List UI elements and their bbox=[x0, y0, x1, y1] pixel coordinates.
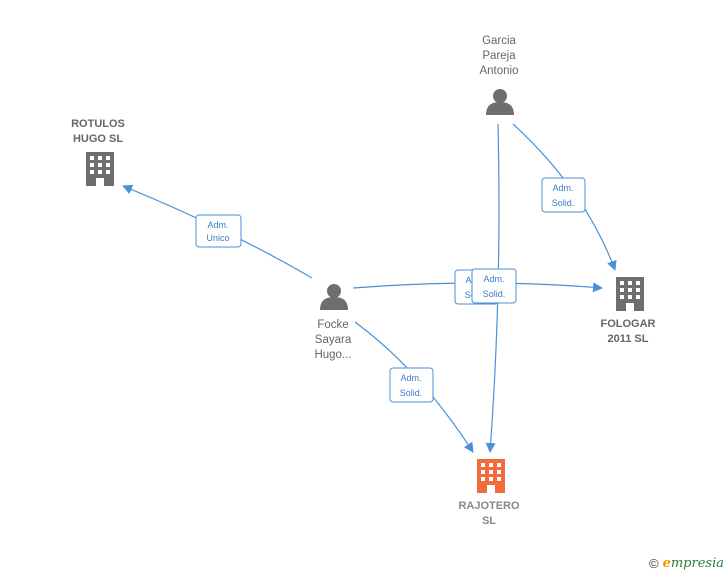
node-label-line: Focke bbox=[317, 319, 348, 331]
relation-label-line: Solid. bbox=[483, 289, 506, 299]
empresia-logo[interactable]: empresia bbox=[663, 556, 724, 571]
relation-label-line: Adm. bbox=[207, 220, 228, 230]
node-label-line: Garcia bbox=[482, 35, 516, 47]
node-label-line: SL bbox=[482, 515, 496, 527]
relation-label-garcia-fologar[interactable]: Adm. Solid. bbox=[541, 177, 586, 213]
node-label-line: 2011 SL bbox=[608, 333, 649, 345]
node-label-line: RAJOTERO bbox=[458, 500, 520, 512]
logo-text: mpresia bbox=[670, 556, 724, 571]
relation-label-line: Solid. bbox=[400, 388, 423, 398]
node-garcia[interactable]: Garcia Pareja Antonio bbox=[479, 35, 519, 115]
building-icon bbox=[477, 459, 505, 493]
person-icon bbox=[486, 89, 514, 115]
footer-brand: © empresia bbox=[649, 556, 724, 571]
person-icon bbox=[320, 284, 348, 310]
relation-label-focke-rajotero[interactable]: Adm. Solid. bbox=[389, 367, 434, 403]
relation-label-line: Adm. bbox=[552, 183, 573, 193]
relation-label-garcia-rajotero[interactable]: Adm. Solid. bbox=[471, 268, 517, 304]
node-label-line: Hugo... bbox=[314, 349, 351, 361]
node-focke[interactable]: Focke Sayara Hugo... bbox=[314, 284, 352, 361]
relation-label-line: Unico bbox=[206, 233, 229, 243]
relation-label-line: Adm. bbox=[400, 373, 421, 383]
relation-label-focke-rotulos[interactable]: Adm. Unico bbox=[195, 214, 242, 248]
relation-label-line: Adm. bbox=[483, 274, 504, 284]
node-label-line: FOLOGAR bbox=[601, 318, 656, 330]
node-label-line: HUGO SL bbox=[73, 133, 123, 145]
copyright-symbol: © bbox=[648, 556, 659, 571]
building-icon bbox=[616, 277, 644, 311]
node-rajotero[interactable]: RAJOTERO SL bbox=[458, 459, 520, 527]
relation-label-line: Solid. bbox=[552, 198, 575, 208]
building-icon bbox=[86, 152, 114, 186]
node-label-line: ROTULOS bbox=[71, 118, 125, 130]
edges bbox=[122, 123, 617, 453]
node-label-line: Sayara bbox=[315, 334, 352, 346]
logo-initial: e bbox=[662, 556, 671, 571]
node-label-line: Antonio bbox=[479, 65, 518, 77]
node-fologar[interactable]: FOLOGAR 2011 SL bbox=[601, 277, 656, 345]
node-label-line: Pareja bbox=[482, 50, 516, 62]
node-rotulos[interactable]: ROTULOS HUGO SL bbox=[71, 118, 125, 186]
